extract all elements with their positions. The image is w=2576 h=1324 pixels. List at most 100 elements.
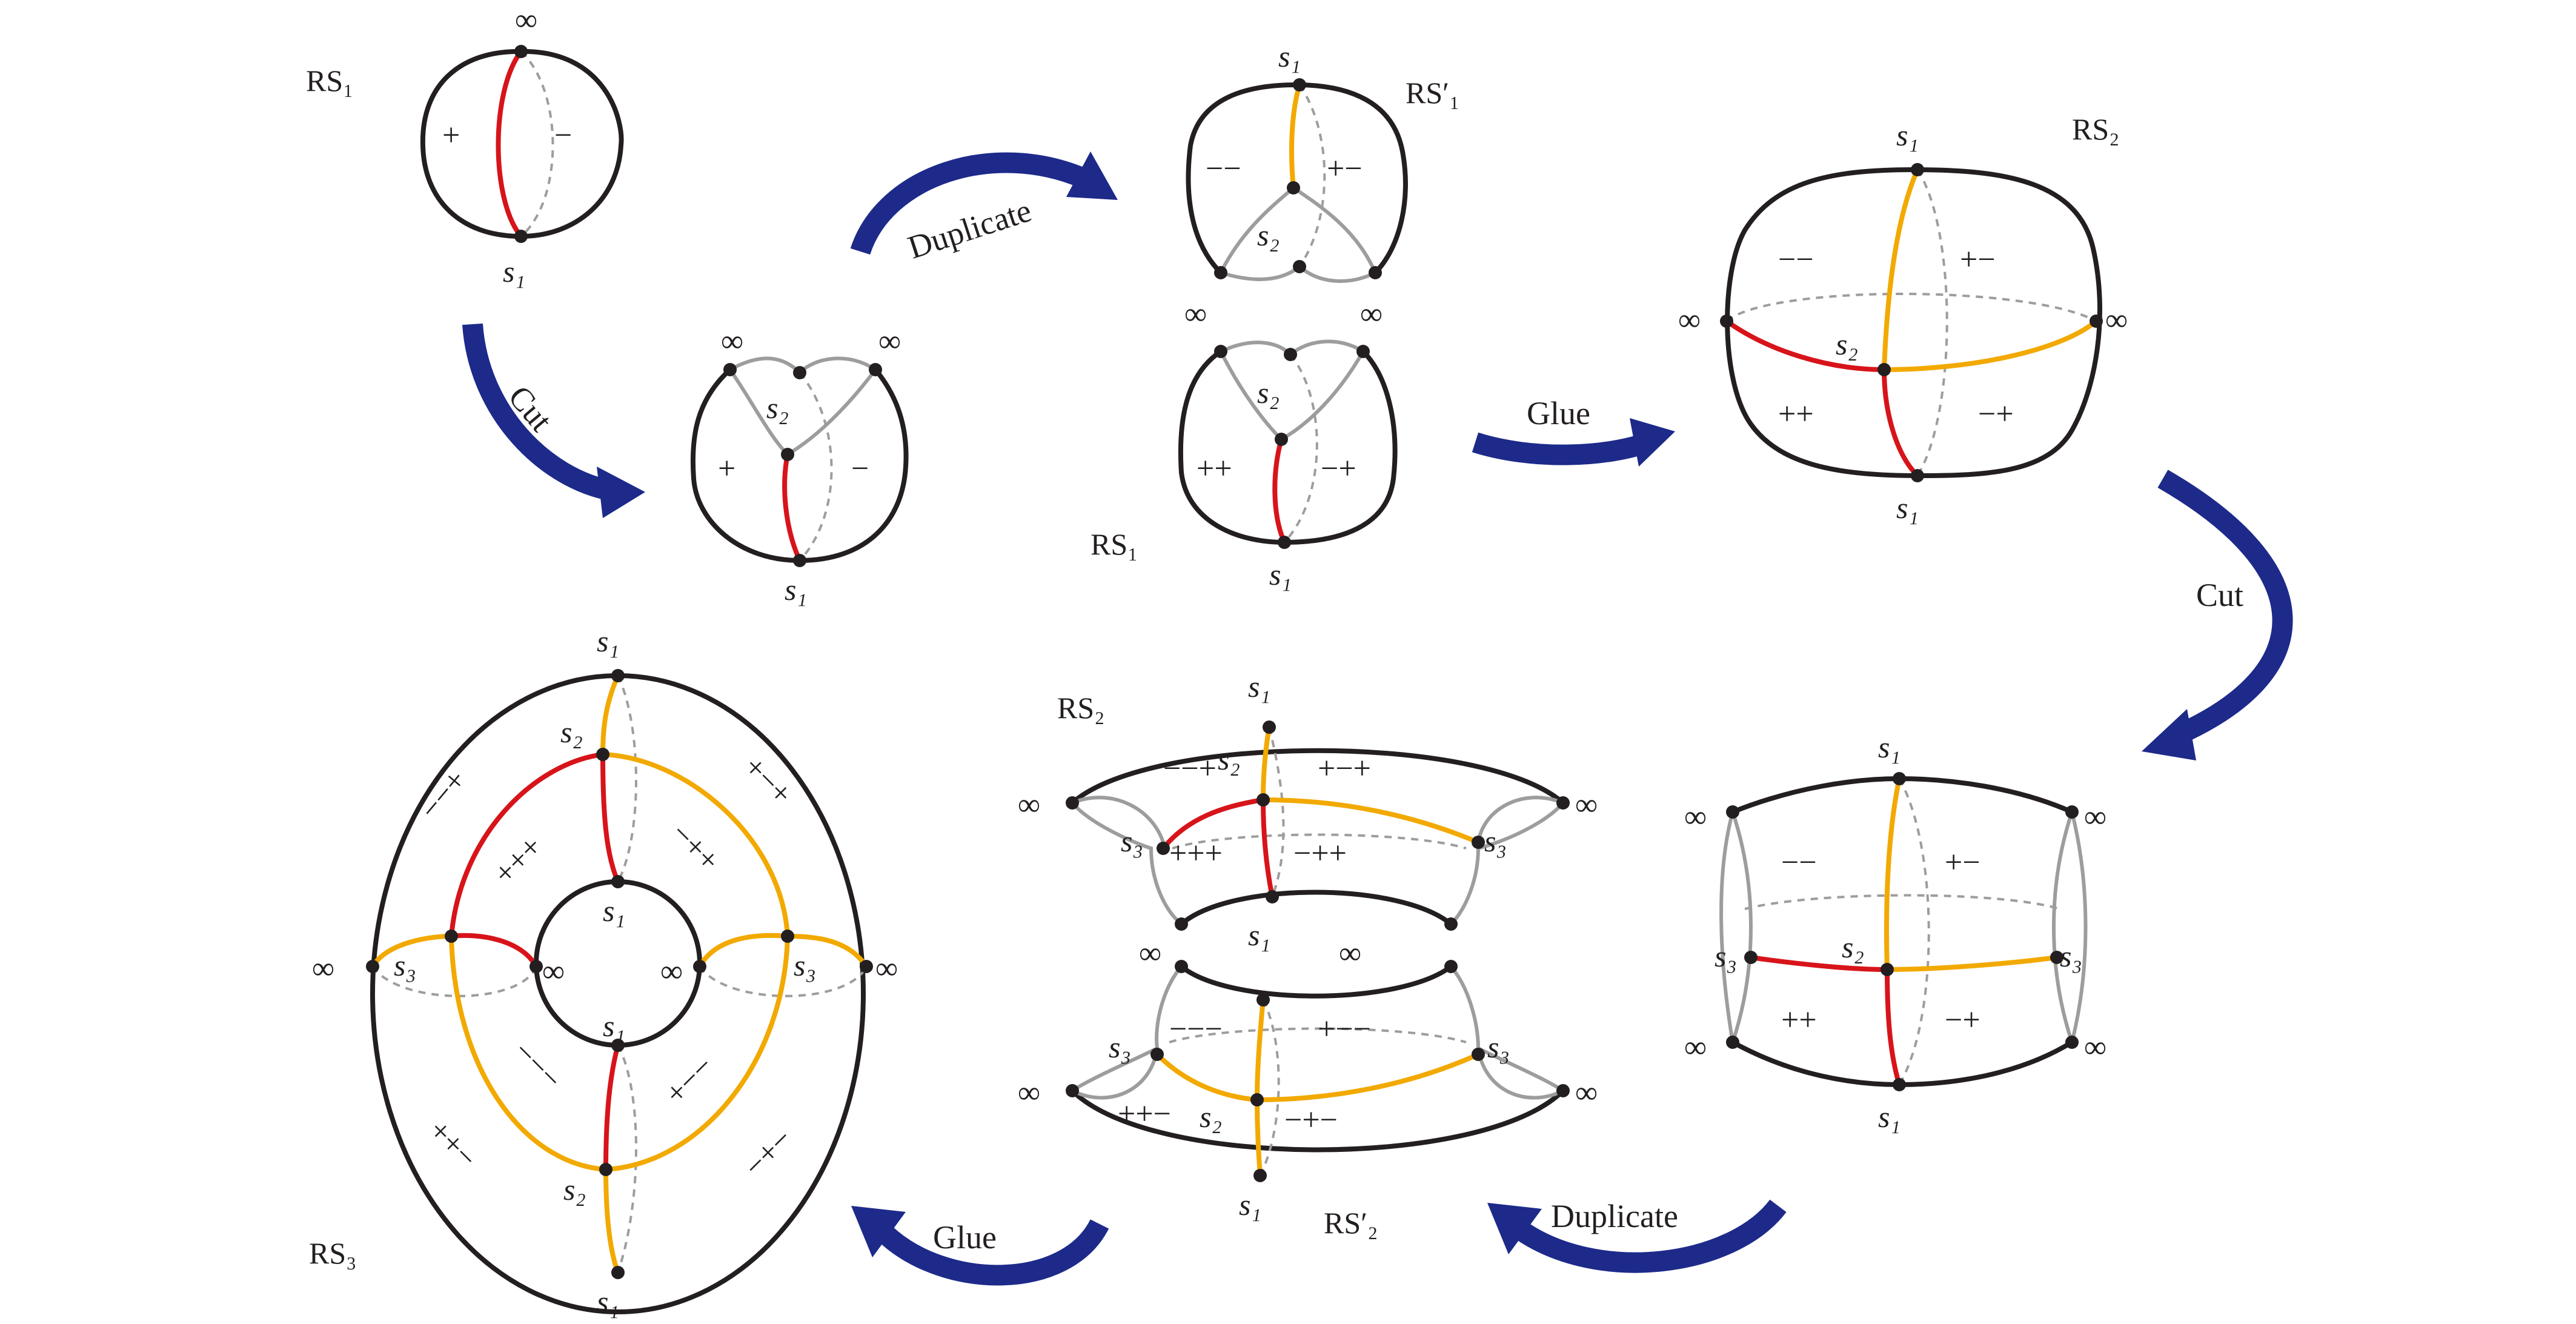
label-s1: s₁ bbox=[1278, 39, 1301, 73]
label-inf: ∞ bbox=[2084, 1030, 2106, 1065]
label-rs2-b: RS₂ bbox=[1057, 691, 1105, 725]
label-s1: s₁ bbox=[1878, 730, 1900, 764]
label-inf: ∞ bbox=[1575, 788, 1598, 822]
label-s1: s₁ bbox=[1878, 1100, 1900, 1134]
label-s1: s₁ bbox=[603, 1009, 625, 1043]
label-rs3: RS₃ bbox=[309, 1236, 357, 1270]
label-inf: ∞ bbox=[1018, 788, 1040, 822]
label-inf: ∞ bbox=[875, 951, 898, 986]
arrow-cut-1: Cut bbox=[462, 323, 645, 518]
label-s2: s₂ bbox=[1257, 376, 1280, 410]
label-rs1-a: RS₁ bbox=[306, 64, 354, 98]
panel-rs2-cut: s₁ ∞ ∞ ∞ ∞ s₃ s₃ s₂ s₁ −− +− ++ −+ bbox=[1684, 730, 2106, 1134]
panel-rs1-copy: ∞ ∞ s₂ s₁ RS₁ ++ −+ bbox=[1090, 297, 1398, 591]
arrow-duplicate-2: Duplicate bbox=[1487, 1198, 1787, 1273]
sign-plus: + bbox=[442, 118, 460, 153]
sign-mmp: −−+ bbox=[413, 763, 474, 827]
label-s2: s₂ bbox=[1836, 327, 1858, 361]
sign-pmm: +−− bbox=[1318, 1012, 1371, 1046]
arrow-cut-2: Cut bbox=[2142, 470, 2293, 760]
sign-mm: −− bbox=[1206, 151, 1241, 186]
label-rs1-b: RS₁ bbox=[1090, 527, 1138, 561]
label-s3: s₃ bbox=[794, 948, 816, 982]
label-inf: ∞ bbox=[660, 954, 683, 989]
sign-mpm: −+− bbox=[737, 1122, 800, 1184]
label-rs1-prime: RS′₁ bbox=[1406, 76, 1460, 110]
sign-plus: + bbox=[718, 451, 735, 486]
label-inf: ∞ bbox=[721, 324, 743, 359]
panel-cut-sphere: ∞ ∞ s₂ s₁ + − bbox=[690, 324, 909, 607]
label-inf: ∞ bbox=[2084, 800, 2106, 834]
sign-mp: −+ bbox=[1321, 451, 1356, 486]
label-inf: ∞ bbox=[1184, 297, 1207, 331]
label-inf: ∞ bbox=[1139, 936, 1161, 971]
sign-pp: ++ bbox=[1778, 397, 1814, 431]
label-inf: ∞ bbox=[1684, 1030, 1707, 1065]
label-s3: s₃ bbox=[2060, 939, 2082, 973]
label-s1: s₁ bbox=[603, 894, 625, 928]
sign-pp: ++ bbox=[1197, 451, 1232, 486]
label-inf: ∞ bbox=[2105, 303, 2128, 338]
label-s1: s₁ bbox=[785, 573, 807, 607]
sign-mm: −− bbox=[1781, 845, 1817, 880]
sign-minus: − bbox=[851, 451, 869, 486]
panel-rs1-prime: s₁ RS′₁ s₂ −− +− bbox=[1186, 39, 1460, 283]
sign-pp: ++ bbox=[1781, 1003, 1817, 1037]
arrow-duplicate-1: Duplicate bbox=[850, 151, 1118, 266]
label-s3: s₃ bbox=[394, 948, 416, 982]
sign-mpp: −++ bbox=[1293, 836, 1347, 871]
label-inf: ∞ bbox=[878, 324, 901, 359]
label-s2: s₂ bbox=[563, 1173, 586, 1206]
label-s3: s₃ bbox=[1484, 824, 1507, 858]
label-s1: s₁ bbox=[597, 624, 619, 658]
label-s1: s₁ bbox=[1896, 118, 1919, 152]
label-inf: ∞ bbox=[1018, 1076, 1040, 1110]
panel-rs3-torus: s₁ s₂ s₁ s₁ s₂ s₁ ∞ ∞ ∞ ∞ s₃ s₃ RS₃ −−+ … bbox=[309, 624, 898, 1319]
sign-pmm: +−− bbox=[659, 1049, 721, 1111]
label-rs2-prime: RS′₂ bbox=[1324, 1206, 1378, 1240]
sign-pm: +− bbox=[1945, 845, 1980, 880]
sign-minus: − bbox=[554, 118, 572, 153]
sign-mp: −+ bbox=[1978, 397, 2014, 431]
step-duplicate-1: Duplicate bbox=[903, 192, 1035, 266]
panel-rs2-sphere: s₁ RS₂ ∞ ∞ s₂ s₁ −− +− ++ −+ bbox=[1678, 112, 2128, 525]
label-inf: ∞ bbox=[1360, 297, 1383, 331]
label-s1: s₁ bbox=[1269, 557, 1292, 591]
step-glue-2: Glue bbox=[933, 1219, 997, 1256]
panel-rs2-prime-halftorus: ∞ ∞ s₃ s₃ ∞ ∞ s₂ s₁ RS′₂ −−− +−− ++− −+− bbox=[1018, 936, 1598, 1240]
label-s1: s₁ bbox=[1248, 670, 1270, 704]
label-s1: s₁ bbox=[597, 1285, 619, 1319]
label-s1: s₁ bbox=[1239, 1188, 1261, 1222]
label-inf: ∞ bbox=[515, 3, 537, 38]
sign-mmm: −−− bbox=[506, 1034, 569, 1097]
label-inf: ∞ bbox=[542, 954, 565, 989]
sign-ppp: +++ bbox=[1169, 836, 1223, 871]
label-s2: s₂ bbox=[560, 715, 583, 749]
sign-pm: +− bbox=[1960, 242, 1996, 277]
sign-mpp: −++ bbox=[664, 816, 726, 879]
label-s2: s₂ bbox=[1257, 218, 1280, 252]
step-duplicate-2: Duplicate bbox=[1551, 1198, 1678, 1234]
step-cut-2: Cut bbox=[2196, 577, 2243, 613]
label-rs2-a: RS₂ bbox=[2072, 112, 2120, 146]
label-s1: s₁ bbox=[1248, 918, 1270, 952]
sign-mm: −− bbox=[1778, 242, 1814, 277]
label-inf: ∞ bbox=[1678, 303, 1701, 338]
label-s1: s₁ bbox=[1896, 491, 1919, 525]
label-s2: s₂ bbox=[1842, 930, 1864, 964]
label-inf: ∞ bbox=[1684, 800, 1707, 834]
label-s3: s₃ bbox=[1109, 1030, 1131, 1064]
arrow-glue-1: Glue bbox=[1472, 395, 1675, 467]
label-inf: ∞ bbox=[1339, 936, 1361, 971]
sign-ppm: ++− bbox=[422, 1113, 484, 1176]
sign-mpm: −+− bbox=[1284, 1103, 1338, 1137]
panel-rs2-halftorus: RS₂ s₁ s₂ ∞ ∞ s₃ s₃ s₁ −−+ +−+ +++ −++ bbox=[1018, 670, 1598, 952]
sign-mp: −+ bbox=[1945, 1003, 1980, 1037]
sign-pmp: +−+ bbox=[1318, 751, 1371, 786]
sign-ppp: +++ bbox=[487, 829, 549, 891]
step-glue-1: Glue bbox=[1527, 395, 1590, 431]
label-s3: s₃ bbox=[1715, 939, 1737, 973]
label-s2: s₂ bbox=[766, 391, 789, 425]
sign-pm: +− bbox=[1327, 151, 1363, 186]
